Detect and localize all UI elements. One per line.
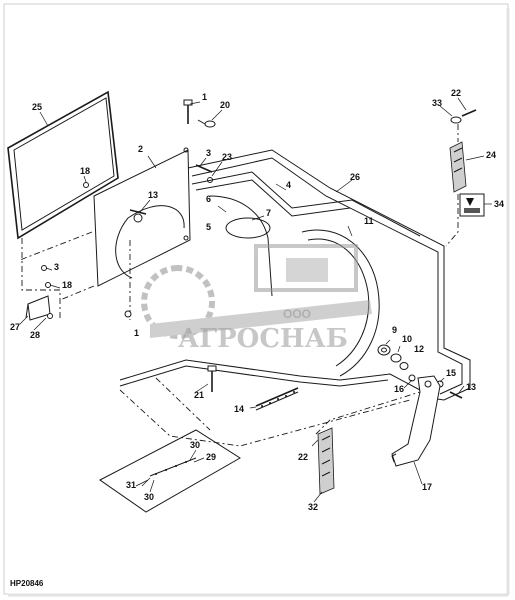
callout-3: 3: [206, 148, 211, 158]
bolt-part: [183, 99, 193, 124]
callout-15: 15: [446, 368, 456, 378]
callout-1-left: 1: [134, 328, 139, 338]
callout-18-left: 18: [62, 280, 72, 290]
watermark-brand-text: АГРОСНАБ: [178, 324, 348, 354]
callout-30-top: 30: [190, 440, 200, 450]
callout-13: 13: [148, 190, 158, 200]
callout-2: 2: [138, 144, 143, 154]
callout-18: 18: [80, 166, 90, 176]
housing-part: [209, 195, 380, 377]
callout-7: 7: [266, 208, 271, 218]
callout-34: 34: [494, 199, 504, 209]
callout-24: 24: [486, 150, 496, 160]
screen-plate-part: [93, 147, 191, 287]
drawing-code: HP20846: [10, 579, 44, 588]
callout-26: 26: [350, 172, 360, 182]
callout-30-bottom: 30: [144, 492, 154, 502]
screen-frame-part: [7, 90, 119, 240]
callout-16: 16: [394, 384, 404, 394]
callout-3-left: 3: [54, 262, 59, 272]
base-frame-part: [119, 359, 421, 447]
shield-strip-part: [317, 427, 335, 495]
callout-20: 20: [220, 100, 230, 110]
callout-10: 10: [402, 334, 412, 344]
callout-5: 5: [206, 222, 211, 232]
warning-label-part: [459, 193, 485, 217]
callout-17: 17: [422, 482, 432, 492]
callout-4: 4: [286, 180, 291, 190]
callout-33: 33: [432, 98, 442, 108]
callout-23: 23: [222, 152, 232, 162]
callout-25: 25: [32, 102, 42, 112]
callout-13-right: 13: [466, 382, 476, 392]
callout-9: 9: [392, 325, 397, 335]
shroud-part: [187, 149, 471, 401]
callout-6: 6: [206, 194, 211, 204]
callout-12: 12: [414, 344, 424, 354]
clip-part: [197, 119, 216, 128]
watermark: [141, 244, 372, 339]
watermark-small-text: ООО: [283, 307, 311, 321]
callout-11: 11: [364, 216, 374, 226]
callout-32: 32: [308, 502, 318, 512]
strip-part: [255, 387, 299, 411]
callout-21: 21: [194, 390, 204, 400]
callout-labels: 25 18 1 20 2 3 23 13 6 5 4 26 7 11 33 22…: [10, 88, 504, 512]
callout-1: 1: [202, 92, 207, 102]
callout-22-top: 22: [451, 88, 461, 98]
kit-box-part: [99, 429, 241, 513]
callout-29: 29: [206, 452, 216, 462]
callout-22-bottom: 22: [298, 452, 308, 462]
callout-31: 31: [126, 480, 136, 490]
callout-28: 28: [30, 330, 40, 340]
callout-27: 27: [10, 322, 20, 332]
hinge-bracket-part: [449, 141, 467, 193]
callout-14: 14: [234, 404, 244, 414]
support-arm-part: [391, 375, 441, 467]
page-border: [3, 3, 509, 595]
